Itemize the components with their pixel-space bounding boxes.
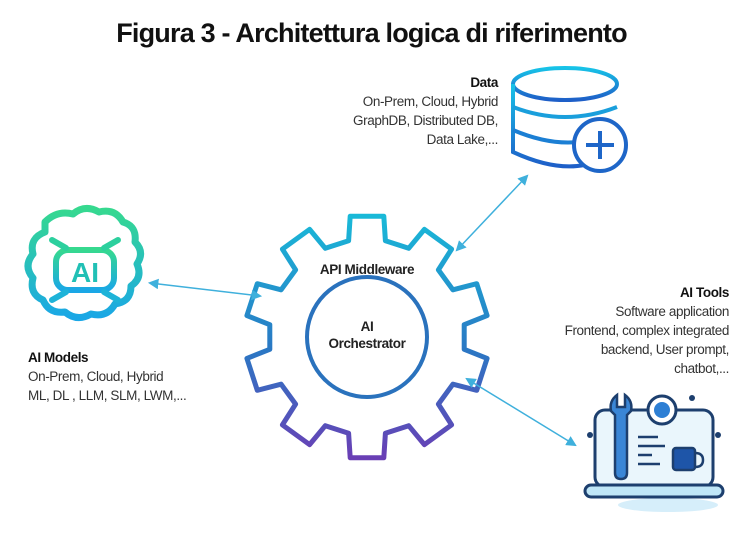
ai-orchestrator-label: AI Orchestrator [307,318,427,352]
ai-tools-line: chatbot,... [674,361,729,376]
ai-icon-text: AI [71,257,99,288]
ai-tools-description: AI Tools Software application Frontend, … [564,283,730,378]
ai-models-line: On-Prem, Cloud, Hybrid [28,369,164,384]
ai-models-description: AI Models On-Prem, Cloud, Hybrid ML, DL … [28,348,187,405]
data-line: GraphDB, Distributed DB, [353,113,498,128]
orchestrator-line-1: AI [360,319,374,334]
ai-tools-line: Software application [615,304,729,319]
api-middleware-label: API Middleware [319,262,415,277]
ai-tools-heading: AI Tools [679,285,729,300]
data-line: Data Lake,... [426,132,499,147]
ai-models-heading: AI Models [28,350,89,365]
ai-tools-line: Frontend, complex integrated [564,323,730,338]
database-plus-icon [511,66,628,173]
ai-models-line: ML, DL , LLM, SLM, LWM,... [28,388,187,403]
arrow-models-gear [147,278,263,301]
orchestrator-circle [305,275,429,399]
data-heading: Data [470,75,498,90]
arrow-tools-gear [465,377,577,447]
ai-tools-line: backend, User prompt, [600,342,730,357]
ai-brain-icon: AI [24,205,144,321]
arrow-data-gear [455,174,529,252]
data-line: On-Prem, Cloud, Hybrid [362,94,499,109]
orchestrator-line-2: Orchestrator [328,336,406,351]
gear-icon [244,213,490,461]
data-description: Data On-Prem, Cloud, Hybrid GraphDB, Dis… [353,73,498,149]
figure-title: Figura 3 - Architettura logica di riferi… [116,18,627,48]
laptop-tools-icon [583,392,725,512]
